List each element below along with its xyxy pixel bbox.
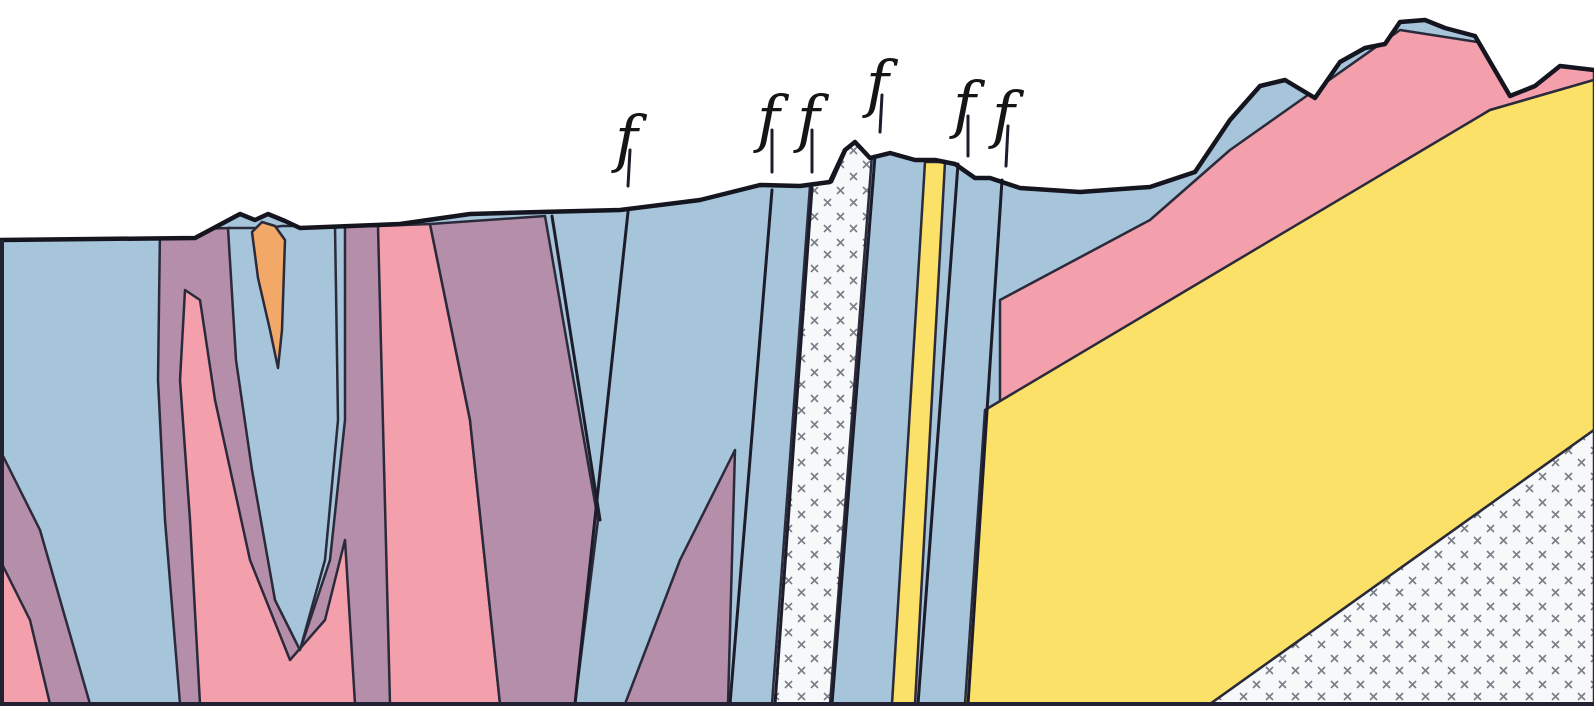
fault-label-group: f f f f f f xyxy=(611,47,1025,186)
fault-label-2: f xyxy=(753,82,790,155)
fault-label-1: f xyxy=(611,102,648,175)
fault-label-4: f xyxy=(862,47,899,120)
fault-label-5: f xyxy=(949,68,986,141)
fault-label-3: f xyxy=(793,82,830,155)
fault-label-6: f xyxy=(988,78,1025,151)
